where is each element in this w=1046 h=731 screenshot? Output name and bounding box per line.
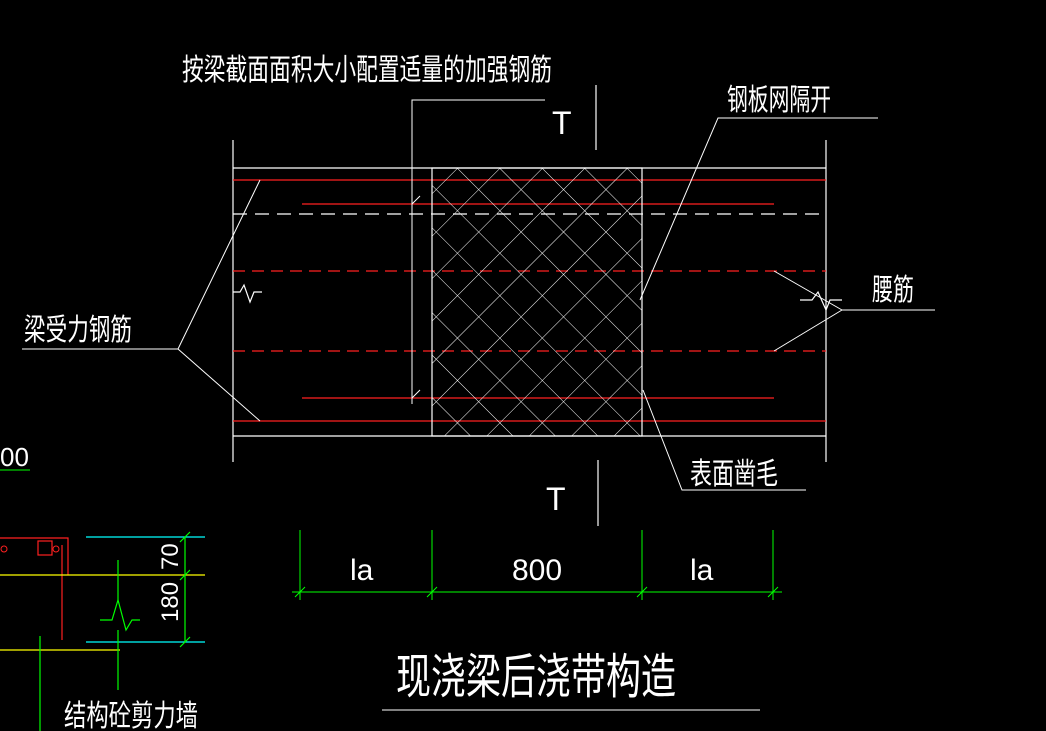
post-cast-strip-hatch [431, 167, 643, 437]
waist-bar-label: 腰筋 [872, 273, 914, 308]
dim-right-la: la [690, 554, 714, 587]
shear-wall-detail [0, 531, 205, 731]
break-symbol-right [800, 290, 842, 312]
leader-steel-mesh [639, 117, 878, 301]
side-dim-180: 180 [157, 582, 184, 622]
rebar-dot-left [0, 545, 8, 553]
section-mark-bottom: T [546, 481, 566, 517]
shear-wall-label: 结构砼剪力墙 [64, 699, 198, 731]
wall-red-outline [0, 537, 69, 575]
leader-main-lower [177, 348, 261, 422]
steel-mesh-label: 钢板网隔开 [727, 83, 831, 118]
leader-surface-roughen [642, 389, 806, 491]
break-symbol-left [233, 283, 262, 304]
leader-waist-lower [773, 309, 843, 352]
leader-top-rebar [411, 99, 545, 404]
section-marks [595, 85, 599, 526]
side-dim-70: 70 [157, 543, 184, 570]
rebar-dot-right [52, 545, 60, 553]
dimension-lines [0, 469, 782, 600]
leader-waist-upper [773, 270, 843, 311]
leader-lines [22, 99, 935, 491]
surface-roughen-label: 表面凿毛 [690, 457, 778, 492]
dim-left-la: la [350, 554, 374, 587]
dim-left-edge-partial: 00 [0, 442, 29, 472]
section-mark-top: T [552, 105, 572, 141]
main-rebar-label: 梁受力钢筋 [24, 313, 132, 348]
drawing-title: 现浇梁后浇带构造 [396, 649, 676, 705]
rebar-marker [37, 540, 53, 556]
dim-middle-800: 800 [512, 554, 562, 587]
top-rebar-note: 按梁截面面积大小配置适量的加强钢筋 [182, 53, 552, 88]
leader-main-upper [177, 179, 261, 350]
wall-break-symbol [100, 597, 140, 632]
